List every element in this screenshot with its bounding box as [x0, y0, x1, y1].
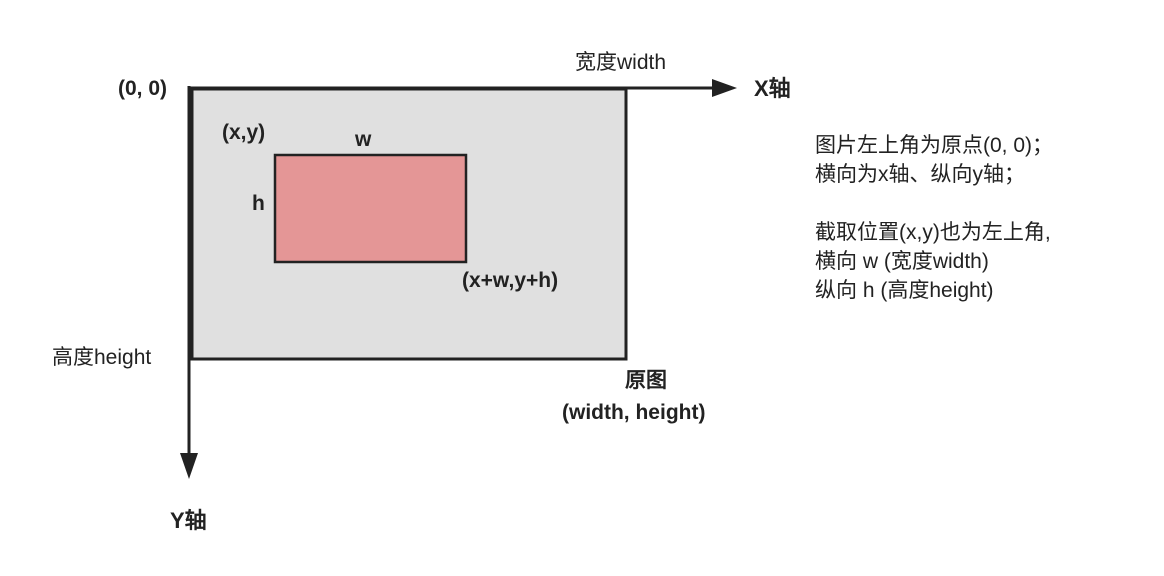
- crop-height-label: h: [252, 192, 265, 215]
- note-line: 纵向 h (高度height): [815, 279, 994, 302]
- note-line: 横向 w (宽度width): [815, 250, 989, 273]
- x-axis-arrowhead: [712, 79, 737, 97]
- crop-corner-label: (x+w,y+h): [462, 269, 559, 292]
- y-axis-label: Y轴: [170, 508, 207, 533]
- height-label: 高度height: [52, 346, 152, 369]
- crop-origin-label: (x,y): [222, 121, 266, 144]
- original-image-size: (width, height): [562, 401, 706, 424]
- origin-label: (0, 0): [118, 77, 168, 100]
- note-line: 横向为x轴、纵向y轴；: [815, 163, 1025, 186]
- note-line: 截取位置(x,y)也为左上角,: [815, 221, 1051, 244]
- y-axis-arrowhead: [180, 453, 198, 479]
- width-label: 宽度width: [575, 51, 667, 74]
- x-axis-label: X轴: [754, 76, 791, 101]
- crop-region-rect: [273, 153, 468, 264]
- notes-panel: 图片左上角为原点(0, 0)； 横向为x轴、纵向y轴； 截取位置(x,y)也为左…: [815, 131, 1053, 305]
- original-image-title: 原图: [625, 369, 667, 392]
- note-line: [815, 189, 1053, 218]
- crop-width-label: w: [355, 128, 372, 151]
- note-line: 图片左上角为原点(0, 0)；: [815, 134, 1054, 157]
